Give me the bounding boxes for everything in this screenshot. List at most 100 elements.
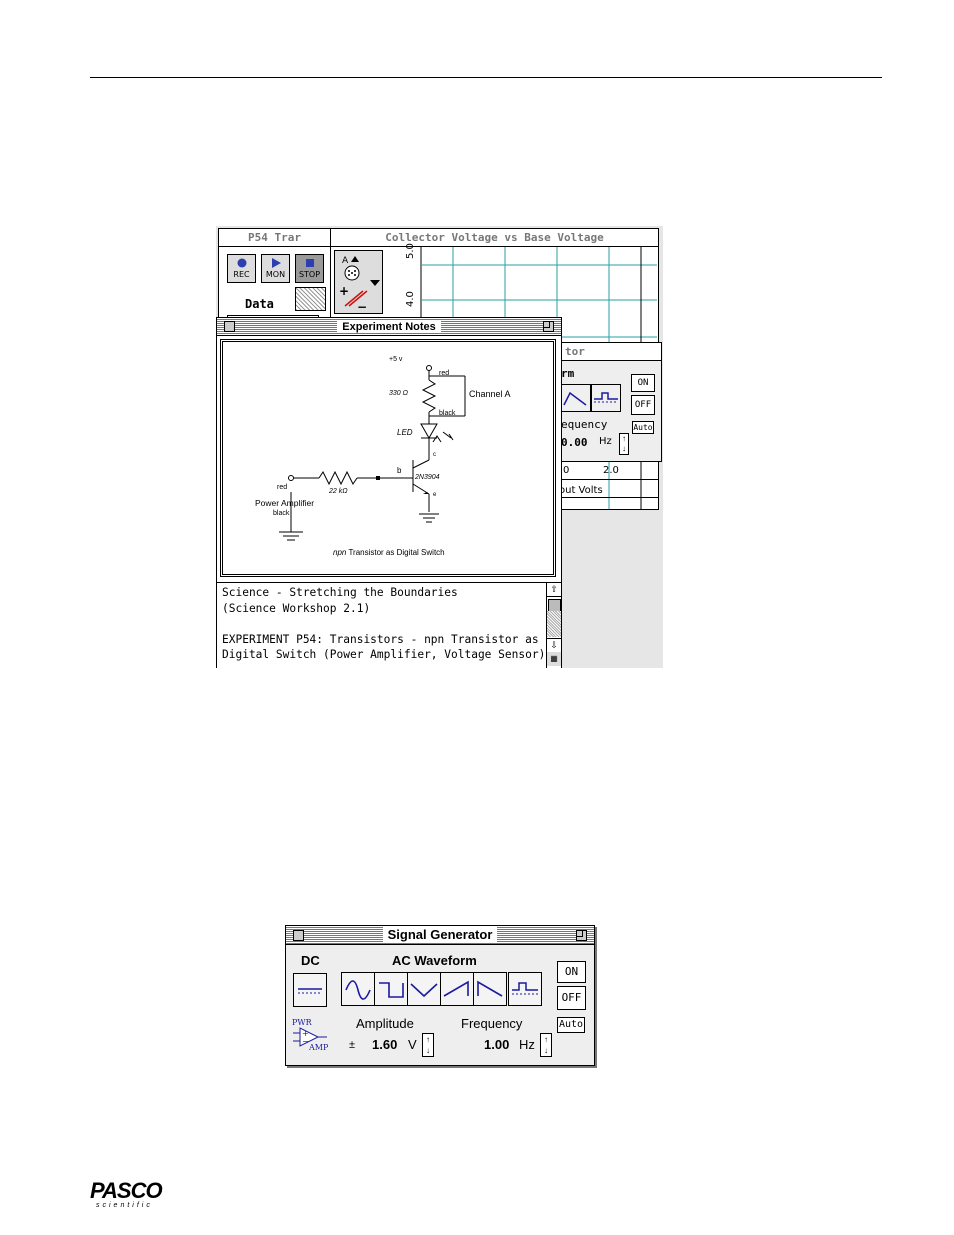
signal-generator-title: Signal Generator [382,927,498,942]
scroll-up-icon[interactable]: ⇧ [547,583,561,597]
ramp-up-wave-icon [443,980,469,997]
control-window-titlebar[interactable]: P54 Trar [219,229,330,247]
sg-partial-auto-button[interactable]: Auto [632,421,654,434]
pulse-waveform-button-2[interactable] [508,972,542,1006]
amplitude-value[interactable]: 1.60 [372,1037,398,1052]
graph-divider [559,479,659,480]
notes-scrollbar[interactable]: ⇧ ⇩ ▦ [546,583,561,668]
ac-waveform-label: AC Waveform [392,953,477,968]
black-mid-label: black [439,410,456,417]
sg-partial-titlebar[interactable]: tor [547,343,661,361]
collector-label: c [433,452,436,458]
red-left-label: red [277,484,288,491]
sg-partial-on-button[interactable]: ON [631,374,655,392]
sg-partial-frequency-value: 0.00 [561,436,588,449]
y-tick-5: 5.0 [405,243,416,259]
sensor-input-icon: A + − [339,256,380,314]
notes-line-5: Digital Switch (Power Amplifier, Voltage… [222,648,546,661]
graph-window-titlebar[interactable]: Collector Voltage vs Base Voltage [331,229,658,247]
ramp-down-waveform-button-2[interactable] [473,972,507,1006]
circuit-caption: npn Transistor as Digital Switch [333,548,445,557]
resize-grip-icon[interactable]: ▦ [547,652,561,666]
power-amplifier-label: Power Amplifier [255,498,315,508]
ramp-down-wave-icon [563,391,587,406]
circuit-diagram-frame: +5 v red 330 Ω Channel A black LED c b 2… [220,339,556,577]
amplitude-label: Amplitude [356,1016,414,1031]
close-box-icon[interactable] [224,321,235,332]
signal-generator-window: Signal Generator DC AC Waveform ON OFF A… [285,925,595,1066]
svg-text:+: + [302,1029,309,1038]
sg-partial-title: tor [565,345,585,358]
notes-window-titlebar[interactable]: Experiment Notes [217,318,561,336]
graph-divider-2 [559,497,659,498]
amp-label: AMP [309,1043,329,1052]
amplitude-unit: V [408,1037,417,1052]
svg-text:+: + [339,284,349,298]
ramp-down-wave-icon-2 [477,980,503,997]
pasco-logo-subtext: scientific [96,1202,153,1209]
x-tick-0: 0 [563,465,570,476]
svg-text:−: − [357,300,367,313]
sg-partial-frequency-unit: Hz [599,436,612,447]
frequency-value[interactable]: 1.00 [484,1037,510,1052]
dc-label: DC [301,953,320,968]
frequency-stepper[interactable]: ↑↓ [540,1033,552,1057]
mon-button[interactable]: MON [261,254,290,283]
ramp-down-waveform-button[interactable] [561,384,591,412]
sine-waveform-button[interactable] [341,972,375,1006]
base-label: b [397,466,402,475]
zoom-box-icon[interactable] [543,321,554,332]
square-waveform-button[interactable] [374,972,408,1006]
scroll-down-icon[interactable]: ⇩ [547,638,561,653]
notes-line-4: EXPERIMENT P54: Transistors - npn Transi… [222,632,553,646]
triangle-waveform-button[interactable] [407,972,441,1006]
data-list-button[interactable] [295,287,326,311]
dc-wave-icon [298,988,322,994]
notes-line-2: (Science Workshop 2.1) [222,601,371,615]
sg-zoom-box-icon[interactable] [576,930,587,941]
pulse-wave-icon-2 [512,982,538,995]
rec-label: REC [233,270,250,279]
on-button[interactable]: ON [557,961,586,983]
rec-button[interactable]: REC [227,254,256,283]
auto-button[interactable]: Auto [557,1017,585,1033]
transistor-circuit-diagram [279,365,466,541]
scroll-track[interactable] [547,611,561,637]
supply-label: +5 v [389,356,403,363]
data-label: Data [245,297,274,311]
power-amplifier-icon: + − PWR AMP [291,1018,331,1054]
notes-window-title: Experiment Notes [337,321,441,333]
pasco-logo-text: PASCO [90,1178,163,1203]
sg-partial-off-button[interactable]: OFF [631,395,655,415]
pasco-logo: PASCO scientific [90,1180,180,1210]
control-window-title: P54 Trar [243,231,306,244]
pwr-label: PWR [292,1018,312,1027]
sg-partial-frequency-label: equency [561,418,608,431]
header-rule [90,77,882,78]
resistor-330-label: 330 Ω [389,390,408,397]
graph-title: Collector Voltage vs Base Voltage [380,231,609,244]
black-left-label: black [273,510,290,517]
notes-text-area[interactable]: Science - Stretching the Boundaries(Scie… [217,582,561,668]
sg-partial-frequency-stepper[interactable]: ↑↓ [619,433,629,455]
screenshot-experiment-setup: P54 Trar REC MON STOP Data Collector Vol… [216,226,663,668]
sg-partial-waveform-label: rm [561,367,575,380]
stop-button[interactable]: STOP [295,254,324,283]
sensor-input-button[interactable]: A + − [334,250,383,314]
dc-waveform-button[interactable] [293,973,327,1007]
signal-generator-titlebar[interactable]: Signal Generator [286,926,594,945]
svg-text:A: A [342,256,349,266]
ramp-up-waveform-button[interactable] [440,972,474,1006]
pulse-waveform-button[interactable] [591,384,621,412]
off-button[interactable]: OFF [557,986,586,1010]
sg-close-box-icon[interactable] [293,930,304,941]
resistor-22k-label: 22 kΩ [329,488,348,495]
stop-icon [305,259,314,267]
experiment-notes-window: Experiment Notes [216,317,562,668]
pulse-wave-icon [594,392,618,403]
signal-generator-window-partial: tor rm ON OFF Auto equency 0.00 Hz ↑↓ [546,342,662,462]
emitter-label: e [433,492,437,498]
stop-label: STOP [298,270,321,279]
amplitude-stepper[interactable]: ↑↓ [422,1033,434,1057]
pwr-amp-icon: + − [293,1027,327,1047]
